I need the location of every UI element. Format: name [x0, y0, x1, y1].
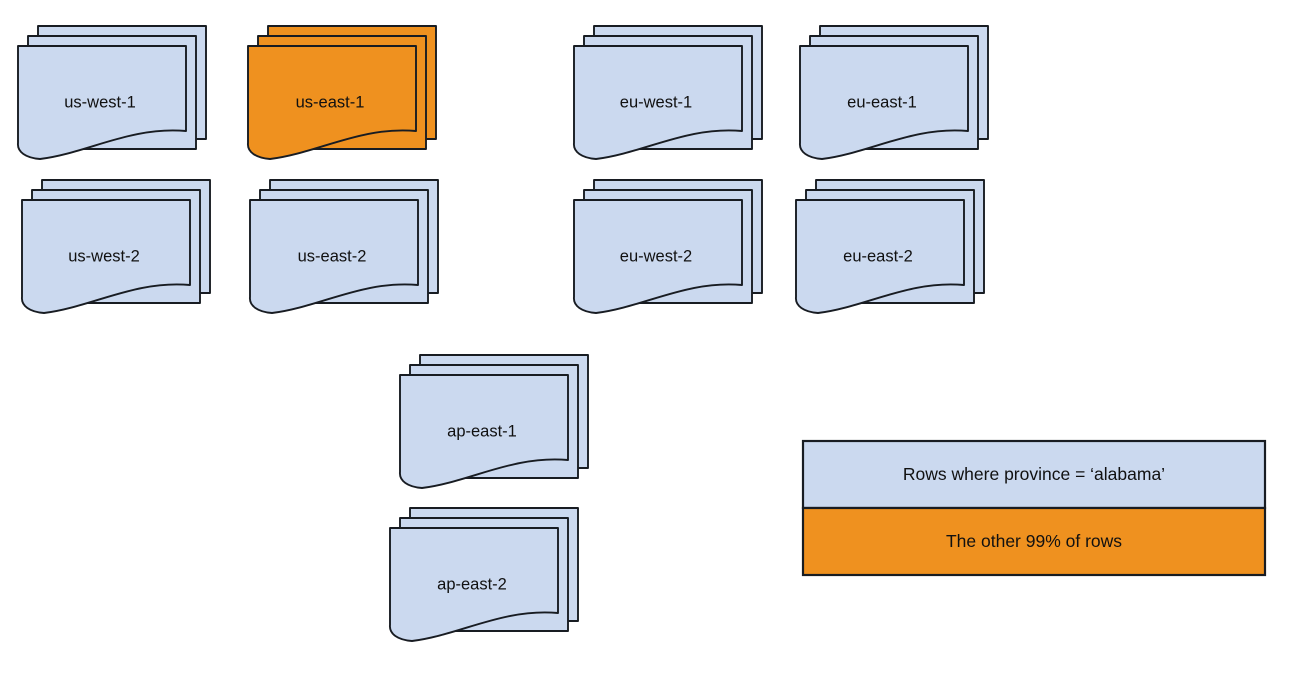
- region-stack-ap-east-1[interactable]: ap-east-1: [399, 354, 589, 489]
- region-stack-us-west-2[interactable]: us-west-2: [21, 179, 211, 314]
- region-stack-us-east-2[interactable]: us-east-2: [249, 179, 439, 314]
- legend-group: Rows where province = ‘alabama’ The other…: [801, 439, 1267, 577]
- region-label-us-west-1: us-west-1: [64, 93, 136, 111]
- region-stack-front-us-west-1[interactable]: [17, 45, 187, 160]
- region-stack-us-west-1[interactable]: us-west-1: [17, 25, 207, 160]
- region-stack-front-eu-west-1[interactable]: [573, 45, 743, 160]
- region-label-us-east-2: us-east-2: [298, 247, 367, 265]
- region-label-eu-east-2: eu-east-2: [843, 247, 913, 265]
- region-stack-eu-east-1[interactable]: eu-east-1: [799, 25, 989, 160]
- region-stack-front-eu-west-2[interactable]: [573, 199, 743, 314]
- legend-row-blue-label: Rows where province = ‘alabama’: [903, 464, 1165, 484]
- region-stack-eu-east-2[interactable]: eu-east-2: [795, 179, 985, 314]
- region-stack-us-east-1[interactable]: us-east-1: [247, 25, 437, 160]
- region-stack-front-us-west-2[interactable]: [21, 199, 191, 314]
- region-label-us-west-2: us-west-2: [68, 247, 140, 265]
- legend-row-orange: [801, 506, 1267, 577]
- region-stack-front-us-east-2[interactable]: [249, 199, 419, 314]
- legend-row-blue: [801, 439, 1267, 510]
- legend-row-orange-label: The other 99% of rows: [946, 531, 1122, 551]
- region-label-ap-east-2: ap-east-2: [437, 575, 507, 593]
- region-stack-front-ap-east-1[interactable]: [399, 374, 569, 489]
- region-stack-front-eu-east-2[interactable]: [795, 199, 965, 314]
- region-label-us-east-1: us-east-1: [296, 93, 365, 111]
- region-stack-eu-west-2[interactable]: eu-west-2: [573, 179, 763, 314]
- region-stack-front-ap-east-2[interactable]: [389, 527, 559, 642]
- region-label-eu-east-1: eu-east-1: [847, 93, 917, 111]
- region-label-eu-west-2: eu-west-2: [620, 247, 692, 265]
- region-stacks-group: us-west-1 us-east-1 eu-west-1 eu-east-1 us-w…: [17, 25, 989, 642]
- region-stack-front-eu-east-1[interactable]: [799, 45, 969, 160]
- region-stack-eu-west-1[interactable]: eu-west-1: [573, 25, 763, 160]
- region-stack-front-us-east-1[interactable]: [247, 45, 417, 160]
- region-stack-ap-east-2[interactable]: ap-east-2: [389, 507, 579, 642]
- region-label-ap-east-1: ap-east-1: [447, 422, 517, 440]
- region-label-eu-west-1: eu-west-1: [620, 93, 692, 111]
